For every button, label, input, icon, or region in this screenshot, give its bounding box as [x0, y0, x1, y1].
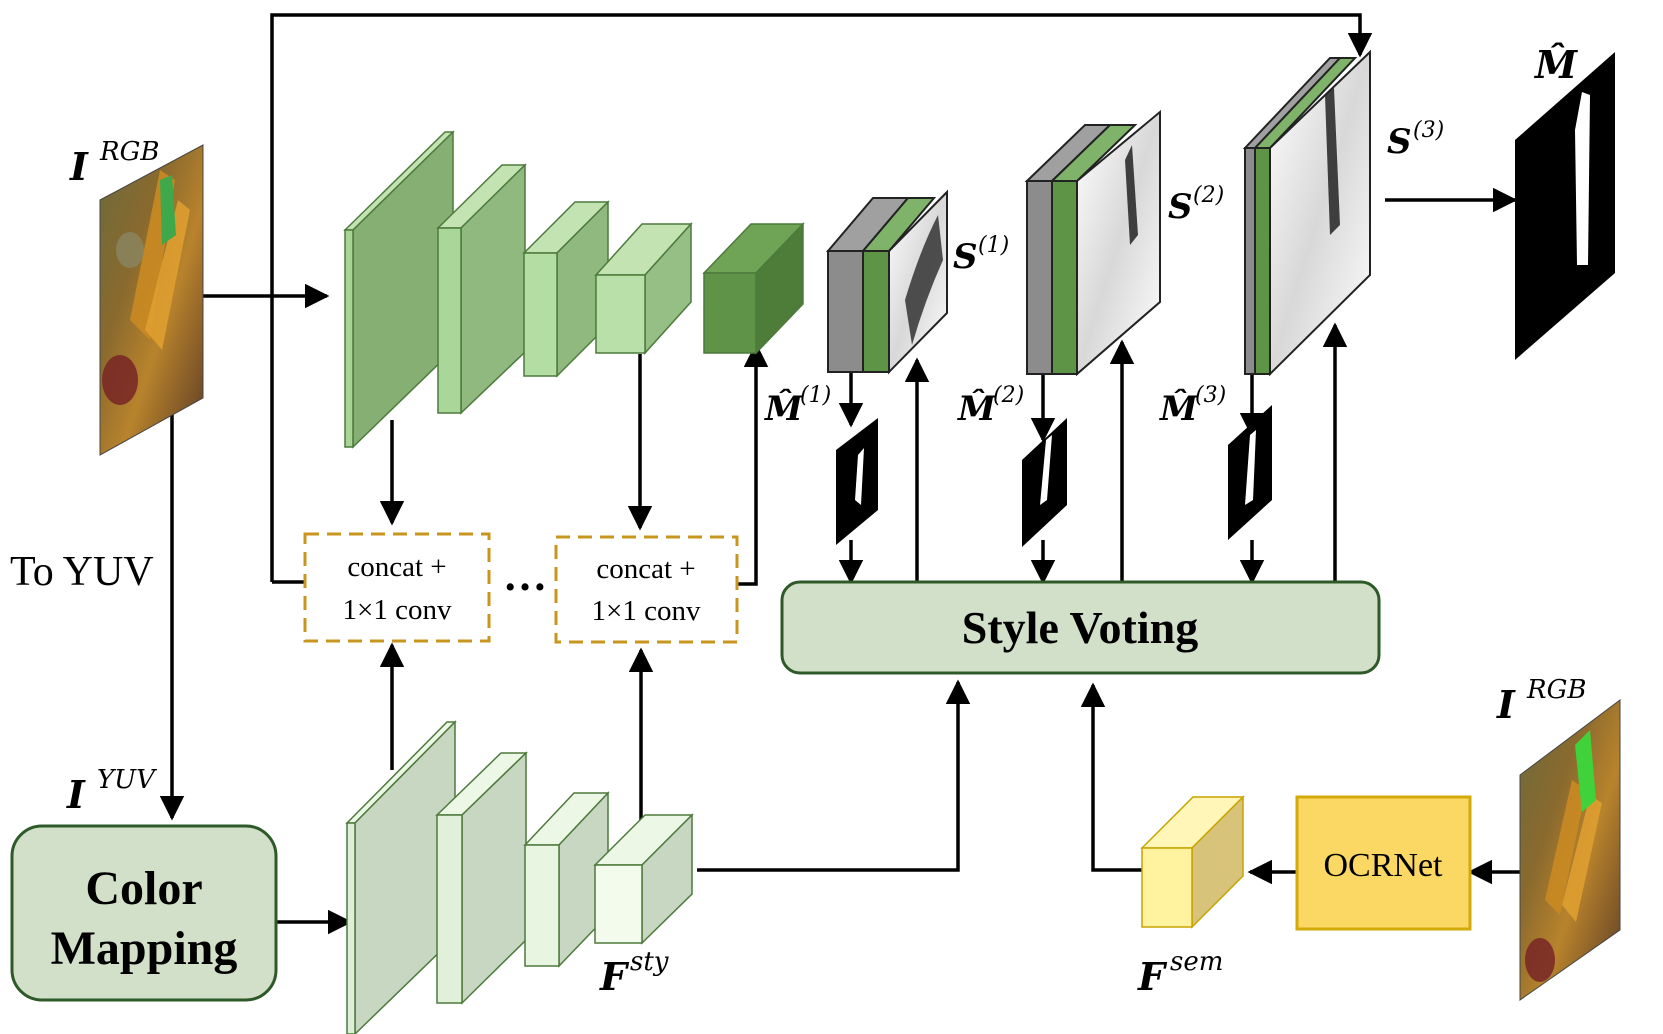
- encoder-layer-4: [594, 222, 693, 355]
- label-f-sem: F sem: [1137, 947, 1223, 999]
- ocrnet-label: OCRNet: [1324, 847, 1444, 884]
- math-M-hat-base: M̂: [1533, 42, 1578, 87]
- style-voting-label: Style Voting: [962, 602, 1198, 653]
- mask-3: [1228, 405, 1272, 540]
- encoder-bottleneck: [702, 222, 805, 355]
- label-m-hat: M̂: [1533, 42, 1578, 87]
- math-M3-sup: (3): [1195, 383, 1226, 408]
- label-m2: M̂ (2): [957, 383, 1024, 429]
- ellipsis: …: [503, 551, 547, 600]
- label-s3: S (3): [1387, 118, 1444, 162]
- color-mapping-line1: Color: [85, 862, 202, 915]
- math-F-sty-base: F: [599, 954, 630, 999]
- arrow-fsem-to-voting: [1080, 682, 1142, 872]
- style-layer-2: [435, 751, 528, 1005]
- math-S1-sup: (1): [978, 233, 1009, 258]
- encoder-layer-1: [343, 130, 455, 449]
- math-S2-sup: (2): [1193, 183, 1224, 208]
- concat2-line1: concat +: [596, 553, 695, 585]
- math-I-rgb-base: I: [1496, 682, 1516, 727]
- score-stack-1: [825, 189, 948, 375]
- input-image-rgb: [99, 144, 204, 456]
- concat-block-2: concat + 1×1 conv: [554, 535, 739, 644]
- math-I-rgb-sup: RGB: [99, 137, 159, 167]
- mask-2: [1022, 418, 1067, 547]
- label-f-sty: F sty: [599, 947, 669, 999]
- math-I-rgb-base: I: [69, 144, 89, 189]
- math-F-sty-sup: sty: [630, 947, 669, 977]
- math-I-rgb-sup: RGB: [1526, 675, 1586, 705]
- label-m3: M̂ (3): [1159, 383, 1226, 429]
- concat2-line2: 1×1 conv: [592, 595, 701, 627]
- math-M2-base: M̂: [957, 388, 997, 429]
- output-mask: [1515, 52, 1615, 360]
- math-M1-base: M̂: [764, 388, 804, 429]
- style-layer-4: [593, 813, 694, 945]
- style-encoder: [345, 720, 694, 1034]
- math-F-sem-base: F: [1137, 954, 1168, 999]
- semantic-feature: [1140, 795, 1245, 929]
- label-m1: M̂ (1): [764, 383, 831, 429]
- label-i-yuv: I YUV: [66, 765, 157, 817]
- input-image-rgb-2: [1519, 699, 1621, 1001]
- label-i-rgb-2: I RGB: [1496, 675, 1586, 727]
- skip-line-top: [270, 13, 1373, 582]
- color-mapping-block: Color Mapping: [10, 824, 278, 1002]
- concat1-line1: concat +: [347, 551, 446, 583]
- math-M2-sup: (2): [993, 383, 1024, 408]
- label-s2: S (2): [1168, 183, 1224, 227]
- math-S2-base: S: [1168, 187, 1193, 227]
- score-stack-3: [1242, 49, 1371, 377]
- to-yuv-label: To YUV: [10, 549, 154, 595]
- ocrnet-block: OCRNet: [1295, 795, 1472, 931]
- math-M1-sup: (1): [800, 383, 831, 408]
- math-I-yuv-sup: YUV: [97, 765, 157, 795]
- mask-1: [836, 418, 878, 545]
- color-mapping-line2: Mapping: [51, 922, 238, 975]
- math-S1-base: S: [953, 237, 978, 277]
- arrow-concat2-to-bottleneck: [737, 342, 769, 586]
- label-i-rgb: I RGB: [69, 137, 159, 189]
- score-stack-2: [1024, 109, 1161, 377]
- style-voting-block: Style Voting: [780, 580, 1381, 675]
- arrow-fsty-to-voting: [697, 679, 971, 872]
- math-S3-base: S: [1387, 122, 1412, 162]
- math-M3-base: M̂: [1159, 388, 1199, 429]
- math-S3-sup: (3): [1413, 118, 1444, 143]
- concat-block-1: concat + 1×1 conv: [303, 532, 491, 643]
- style-layer-1: [345, 720, 457, 1034]
- encoder-layer-2: [436, 163, 527, 415]
- connectors: [159, 13, 1520, 935]
- concat1-line2: 1×1 conv: [343, 594, 452, 626]
- image-encoder: [343, 130, 805, 449]
- label-s1: S (1): [953, 233, 1009, 277]
- math-I-yuv-base: I: [66, 772, 86, 817]
- math-F-sem-sup: sem: [1170, 947, 1223, 977]
